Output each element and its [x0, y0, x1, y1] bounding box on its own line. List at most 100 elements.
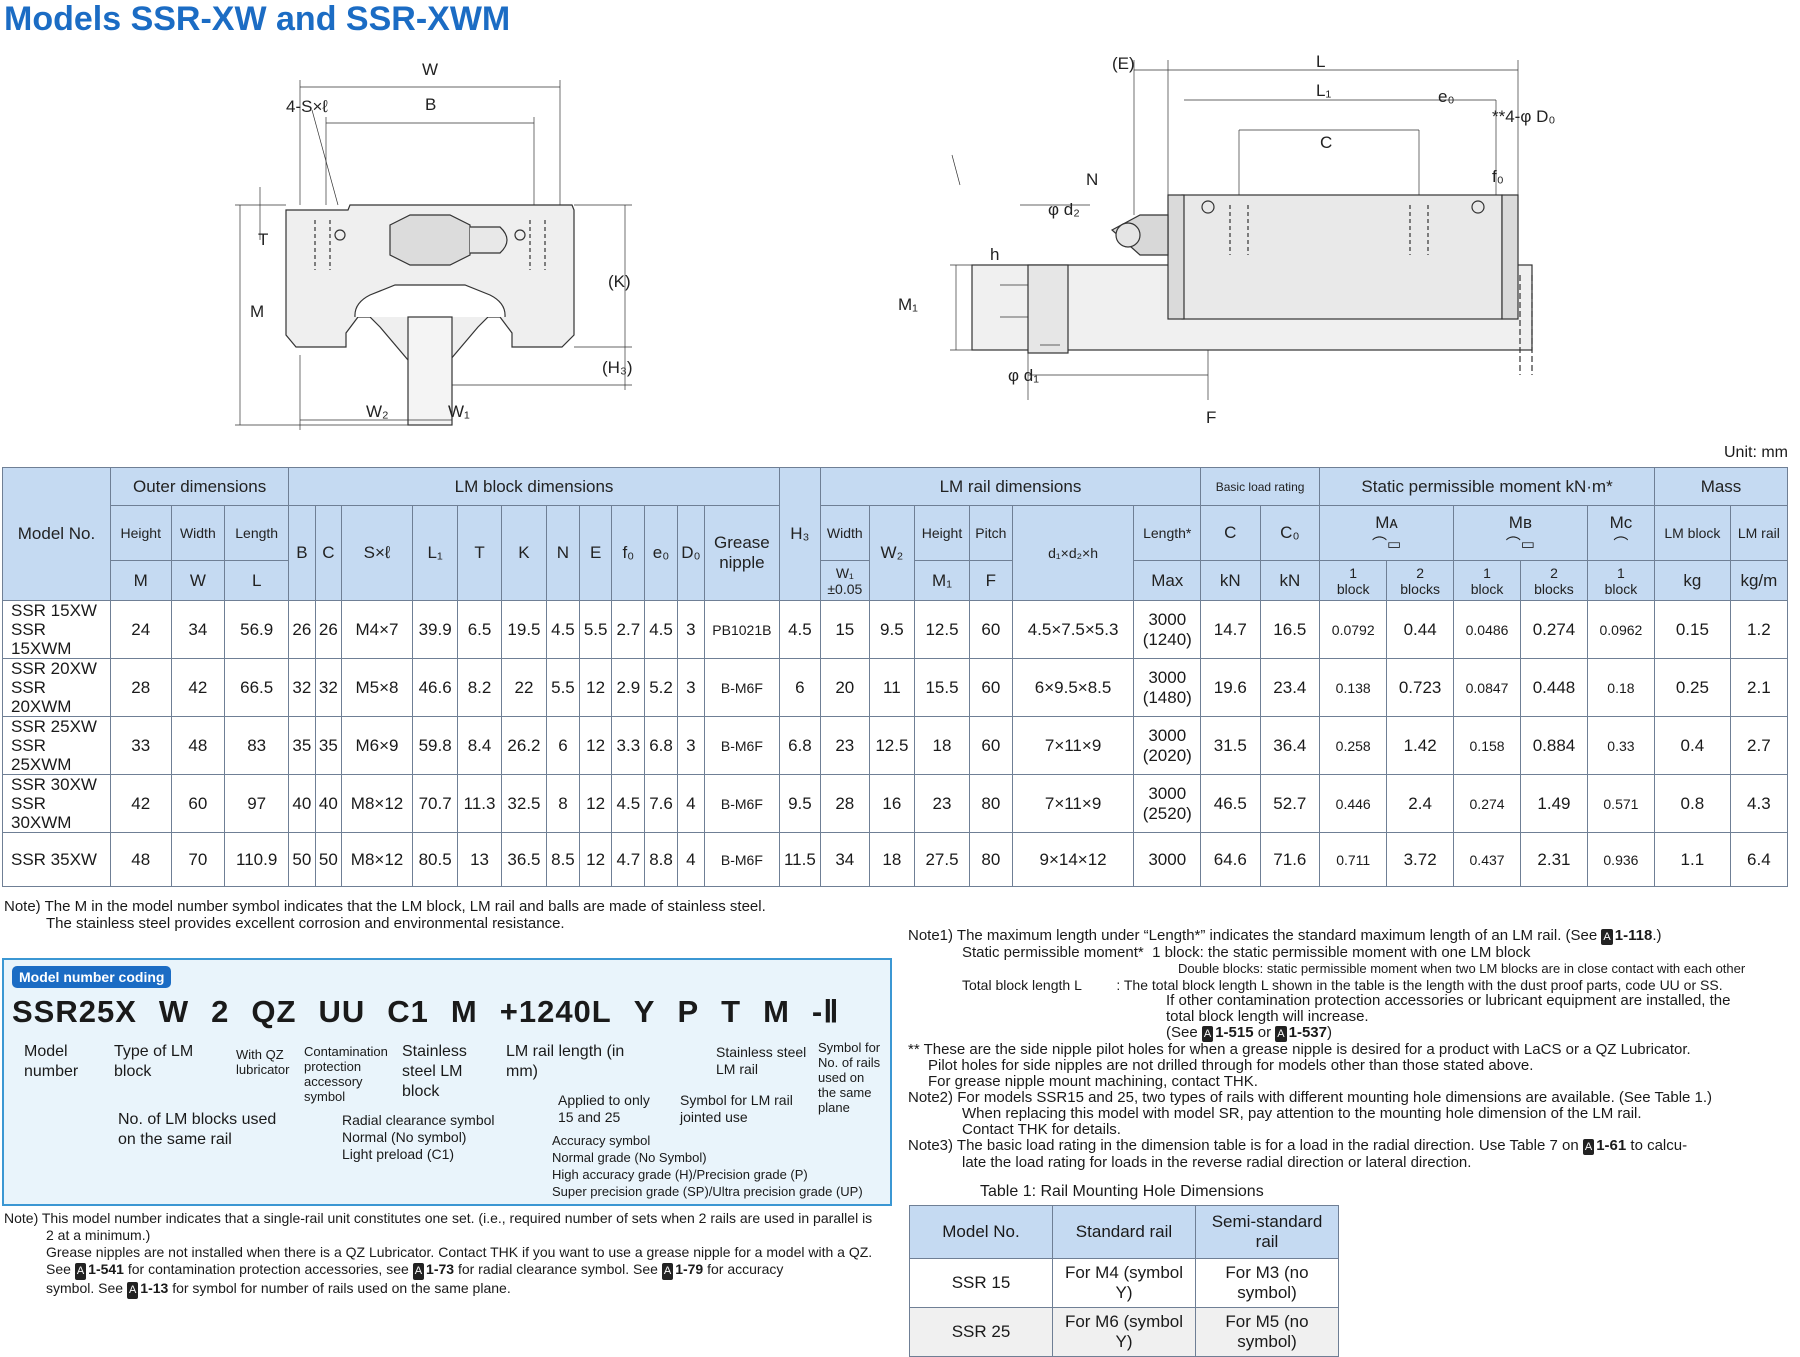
nb-l4c: for radial clearance symbol. See [457, 1261, 658, 1277]
cell-MB1: 0.0486 [1452, 600, 1522, 659]
ref-link[interactable]: 1-61 [1596, 1137, 1627, 1154]
ref-link[interactable]: 1-73 [426, 1261, 455, 1277]
cell-C: 26 [314, 600, 343, 659]
length-max: 3000 [1148, 609, 1187, 629]
model-cell: SSR 35XW [2, 832, 111, 887]
dim-N: N [1086, 170, 1098, 189]
th-L1: L₁ [411, 505, 459, 601]
cell-M: 33 [110, 716, 172, 775]
th-rail-width: Width [819, 505, 870, 561]
cell-W1: 28 [819, 774, 870, 833]
ref-icon: A [1275, 1026, 1287, 1042]
cell-massB: 0.4 [1654, 716, 1731, 775]
code-rail-length: LM rail length (in mm) [506, 1043, 625, 1080]
dim-M1: M₁ [898, 295, 918, 314]
cell-e0: 6.8 [644, 716, 678, 775]
cell-W: 70 [170, 832, 226, 887]
th-lm-rail: LM rail [1729, 505, 1789, 561]
ref-link[interactable]: 1-118 [1614, 927, 1653, 944]
dim-B: B [425, 95, 436, 114]
cell-Cr: 14.7 [1200, 600, 1261, 659]
cell-T: 11.3 [457, 774, 502, 833]
cell-C0: 16.5 [1259, 600, 1321, 659]
rail-th-semi: Semi-standard rail [1195, 1205, 1339, 1259]
th-B: B [288, 505, 316, 601]
ref-icon: A [1201, 1026, 1214, 1042]
dim-M: M [250, 302, 264, 321]
cell-N: 6 [546, 716, 580, 775]
cell-K: 19.5 [500, 600, 548, 659]
cell-L: 56.9 [224, 600, 290, 659]
cell-MB2: 2.31 [1520, 832, 1588, 887]
cell-f0: 3.3 [611, 716, 646, 775]
ref-link[interactable]: 1-515 [1215, 1024, 1254, 1041]
nr-14: Note3) The basic load rating in the dime… [908, 1138, 1796, 1155]
rail-table: Model No. Standard rail Semi-standard ra… [909, 1205, 1339, 1357]
cell-MB1: 0.0847 [1452, 658, 1522, 717]
ref-icon: A [1601, 929, 1613, 945]
cell-grease: B-M6F [703, 658, 780, 717]
ref-icon: A [74, 1263, 87, 1280]
rail-row: SSR 25 For M6 (symbol Y) For M5 (no symb… [909, 1307, 1339, 1357]
cell-C0: 71.6 [1259, 832, 1321, 887]
rail-cell: For M3 (no symbol) [1195, 1258, 1339, 1308]
dim-d1: φ d₁ [1008, 366, 1039, 385]
dim-K: (K) [608, 272, 631, 291]
cell-MA1: 0.258 [1319, 716, 1388, 775]
cell-M1: 27.5 [913, 832, 971, 887]
th-outer: Outer dimensions [109, 467, 290, 506]
model-name: SSR 20XW [11, 659, 97, 678]
cell-M: 48 [110, 832, 172, 887]
cell-massB: 0.15 [1654, 600, 1731, 659]
code-jointed: Symbol for LM rail jointed use [680, 1092, 793, 1125]
cell-M: 28 [110, 658, 172, 717]
cell-MA1: 0.0792 [1319, 600, 1388, 659]
ref-icon: A [1582, 1139, 1595, 1155]
cell-K: 26.2 [500, 716, 548, 775]
ref-link[interactable]: 1-79 [675, 1261, 704, 1277]
mb1-t: block [1470, 580, 1504, 597]
th-d: d₁×d₂×h [1011, 505, 1135, 601]
mc-icon: ⌒ [1613, 535, 1629, 553]
dim-W2: W₂ [366, 402, 389, 421]
cell-C0: 23.4 [1259, 658, 1321, 717]
th-rail: LM rail dimensions [819, 467, 1202, 506]
ref-link[interactable]: 1-541 [88, 1261, 124, 1277]
code-segment: +1240L [499, 994, 612, 1029]
mb-icon: ⌒▭ [1505, 535, 1535, 553]
code-segment: 2 [211, 994, 230, 1029]
cell-L1: 80.5 [411, 832, 459, 887]
nb-l4a: See [46, 1261, 71, 1277]
cell-N: 5.5 [546, 658, 580, 717]
code-radial-light: Light preload (C1) [342, 1146, 455, 1162]
mc-label: Mᴄ [1609, 512, 1633, 532]
model-name: SSR 25XW [11, 717, 97, 736]
cell-L: 83 [224, 716, 290, 775]
length-alt: (2020) [1142, 745, 1192, 765]
code-segment: UU [318, 994, 366, 1029]
rail-cell: For M4 (symbol Y) [1052, 1258, 1196, 1308]
ref-link[interactable]: 1-537 [1288, 1024, 1327, 1041]
code-segment: W [158, 994, 190, 1029]
cell-L1: 70.7 [411, 774, 459, 833]
cell-E: 12 [578, 716, 613, 775]
th-W1: W₁±0.05 [819, 560, 870, 601]
cell-W1: 15 [819, 600, 870, 659]
cell-W2: 18 [868, 832, 915, 887]
cell-W: 42 [170, 658, 226, 717]
ref-link[interactable]: 1-13 [140, 1280, 169, 1296]
note-stainless-l1: Note) The M in the model number symbol i… [4, 898, 766, 915]
code-segment: M [763, 994, 790, 1029]
cell-W1: 23 [819, 716, 870, 775]
code-rails-plane: Symbol for No. of rails used on the same… [818, 1040, 881, 1115]
length-max: 3000 [1148, 783, 1187, 803]
cell-len: 3000(2520) [1133, 774, 1202, 833]
nr-10: For grease nipple mount machining, conta… [928, 1073, 1258, 1090]
nr-2: Static permissible moment* 1 block: the … [962, 944, 1531, 961]
cell-T: 13 [457, 832, 502, 887]
